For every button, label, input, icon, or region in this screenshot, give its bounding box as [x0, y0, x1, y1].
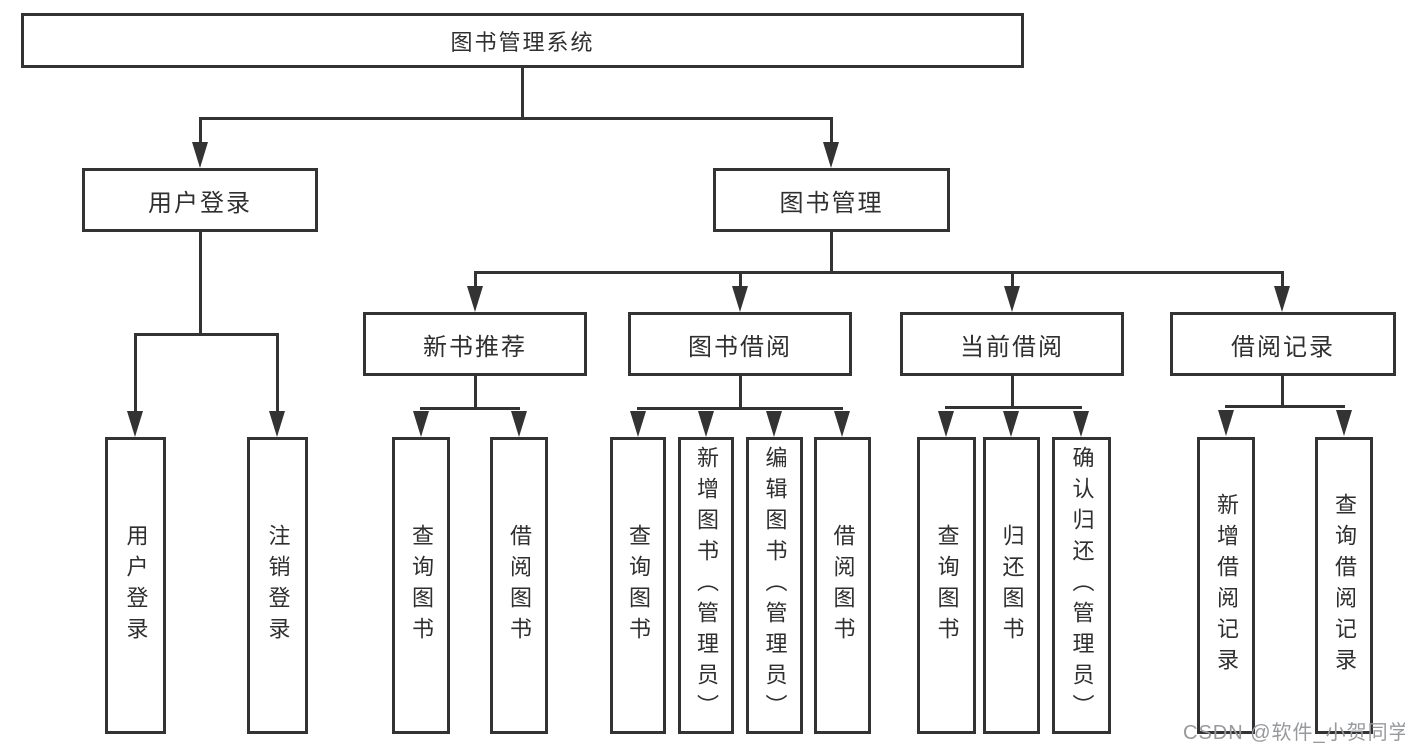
arrowhead-down-icon: [467, 286, 483, 312]
connector-line: [199, 117, 202, 147]
leaf-query-borrow-record: 查询借阅记录: [1315, 437, 1373, 734]
leaf-add-book-admin: 新增图书（管理员）: [678, 437, 734, 734]
leaf-borrow-book-recommend: 借阅图书: [490, 437, 548, 734]
leaf-edit-book-admin: 编辑图书（管理员）: [746, 437, 803, 734]
arrowhead-down-icon: [269, 411, 285, 437]
arrowhead-down-icon: [1218, 410, 1234, 436]
connector-line: [199, 117, 833, 120]
connector-line: [474, 271, 1284, 274]
arrowhead-down-icon: [1004, 286, 1020, 312]
arrowhead-down-icon: [938, 411, 954, 437]
arrowhead-down-icon: [413, 411, 429, 437]
connector-line: [637, 407, 843, 410]
arrowhead-down-icon: [698, 411, 714, 437]
leaf-add-borrow-record: 新增借阅记录: [1197, 437, 1255, 734]
arrowhead-down-icon: [192, 142, 208, 168]
connector-line: [134, 333, 279, 336]
connector-line: [420, 407, 520, 410]
leaf-query-book-recommend: 查询图书: [392, 437, 450, 734]
connector-line: [199, 232, 202, 336]
node-new-book-recommend: 新书推荐: [363, 312, 587, 376]
node-root-system: 图书管理系统: [21, 13, 1024, 68]
connector-line: [1225, 405, 1345, 408]
arrowhead-down-icon: [766, 411, 782, 437]
leaf-query-book-borrow: 查询图书: [610, 437, 666, 734]
leaf-logout: 注销登录: [247, 437, 308, 734]
arrowhead-down-icon: [1073, 411, 1089, 437]
arrowhead-down-icon: [834, 411, 850, 437]
arrowhead-down-icon: [1003, 411, 1019, 437]
arrowhead-down-icon: [1274, 286, 1290, 312]
connector-line: [474, 376, 477, 410]
node-book-management-branch: 图书管理: [713, 168, 950, 232]
arrowhead-down-icon: [823, 142, 839, 168]
connector-line: [521, 68, 524, 118]
leaf-query-book-current: 查询图书: [917, 437, 976, 734]
connector-line: [134, 333, 137, 415]
arrowhead-down-icon: [630, 411, 646, 437]
arrowhead-down-icon: [127, 411, 143, 437]
leaf-borrow-book: 借阅图书: [814, 437, 871, 734]
connector-line: [739, 376, 742, 410]
connector-line: [945, 406, 1082, 409]
node-current-borrow: 当前借阅: [900, 312, 1124, 376]
node-borrow-record: 借阅记录: [1170, 312, 1396, 376]
leaf-user-login: 用户登录: [105, 437, 166, 734]
connector-line: [1281, 376, 1284, 407]
connector-line: [474, 271, 477, 289]
csdn-watermark: CSDN @软件_小贺同学: [1183, 722, 1405, 744]
connector-line: [739, 271, 742, 289]
connector-line: [276, 333, 279, 415]
connector-line: [830, 232, 833, 274]
connector-line: [830, 117, 833, 147]
connector-line: [1281, 271, 1284, 289]
arrowhead-down-icon: [732, 286, 748, 312]
arrowhead-down-icon: [1336, 410, 1352, 436]
connector-line: [1011, 376, 1014, 409]
leaf-confirm-return-admin: 确认归还（管理员）: [1052, 437, 1111, 734]
node-book-borrow: 图书借阅: [628, 312, 852, 376]
connector-line: [1011, 271, 1014, 289]
node-user-login-branch: 用户登录: [82, 168, 318, 232]
leaf-return-book: 归还图书: [983, 437, 1040, 734]
arrowhead-down-icon: [511, 411, 527, 437]
